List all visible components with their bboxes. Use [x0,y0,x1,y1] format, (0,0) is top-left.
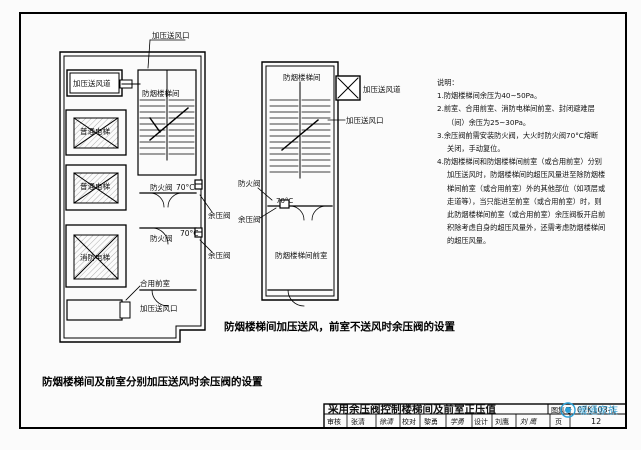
atlas-number: 07K103-1 [577,406,616,415]
note-line: 1.防烟楼梯间余压为40~50Pa。 [437,91,542,101]
drawing-frame [19,12,627,429]
checker-signature: 学勇 [450,418,465,426]
left-top-callout: 加压送风口 [152,30,190,40]
page-number: 12 [591,417,601,426]
right-stair-label: 防烟楼梯间 [283,72,321,82]
left-fan-label: 加压送风道 [73,78,111,88]
note-line: （间）余压为25~30Pa。 [447,117,531,127]
note-line: 4.防烟楼梯间和防烟楼梯间前室（或合用前室）分别 [437,157,602,167]
right-floor-plan [257,61,361,307]
note-line: 积除考虑自身的超压风量外，还需考虑防烟楼梯间 [447,223,606,233]
checker-name: 黎勇 [424,417,438,426]
review-label: 审核 [327,417,341,426]
right-plan-caption: 防烟楼梯间加压送风，前室不送风时余压阀的设置 [224,321,455,333]
left-bottom-callout: 加压送风口 [140,303,178,313]
left-relief-2: 余压阀 [208,250,231,260]
note-line: 的超压风量。 [447,236,491,246]
left-floor-plan [59,39,213,343]
left-fire-valve-2: 防火阀 [150,233,173,243]
fire-elevator-label: 消防电梯 [80,252,110,262]
note-line: 关闭，手动复位。 [447,144,505,154]
left-temp-2: 70°C [180,229,199,238]
right-fan-label: 加压送风道 [363,84,401,94]
design-label: 设计 [474,417,488,426]
note-line: 2.前室、合用前室、消防电梯间前室、封闭避难层 [437,104,595,114]
note-line: 加压送风时，防烟楼梯间的超压风量进至除防烟楼 [447,170,606,180]
notes-heading: 说明： [437,78,459,87]
title-block-grid [323,403,627,429]
note-line: 3.余压阀前需安装防火阀，大火时防火阀70°C熔断 [437,130,599,140]
notes-panel: 说明： 1.防烟楼梯间余压为40~50Pa。 2.前室、合用前室、消防电梯间前室… [437,76,622,248]
watermark: 暖通家族 [560,402,618,418]
note-line: 梯间前室（或合用前室）外的其他部位（如项层或 [447,183,606,193]
elevator-1-label: 普通电梯 [80,126,110,136]
left-temp-1: 70°C [176,183,195,192]
watermark-text: 暖通家族 [578,404,618,417]
left-relief-1: 余压阀 [208,210,231,220]
right-callout: 加压送风口 [346,115,384,125]
right-vestibule-label: 防烟楼梯间前室 [275,250,328,260]
note-line: 走道等），当只能进至前室（或合用前室）时，则 [447,196,602,206]
right-fire-valve: 防火阀 [238,178,261,188]
page-label: 页 [555,418,562,426]
right-temp: 70°C [276,197,293,205]
elevator-2-label: 普通电梯 [80,181,110,191]
reviewer-name: 张清 [351,417,365,426]
right-relief: 余压阀 [238,214,261,224]
left-fire-valve-1: 防火阀 [150,182,173,192]
left-plan-caption: 防烟楼梯间及前室分别加压送风时余压阀的设置 [42,376,263,388]
designer-signature: 刘 鹰 [520,418,537,426]
note-line: 此防烟楼梯间前室（或合用前室）余压阀板开启前 [447,210,606,220]
designer-name: 刘鹰 [495,417,509,426]
shared-vestibule-label: 合用前室 [140,278,170,288]
left-stair-label: 防烟楼梯间 [142,88,180,98]
drawing-title: 采用余压阀控制楼梯间及前室正压值 [327,403,496,416]
check-label: 校对 [402,417,416,426]
reviewer-signature: 徐清 [379,418,394,426]
